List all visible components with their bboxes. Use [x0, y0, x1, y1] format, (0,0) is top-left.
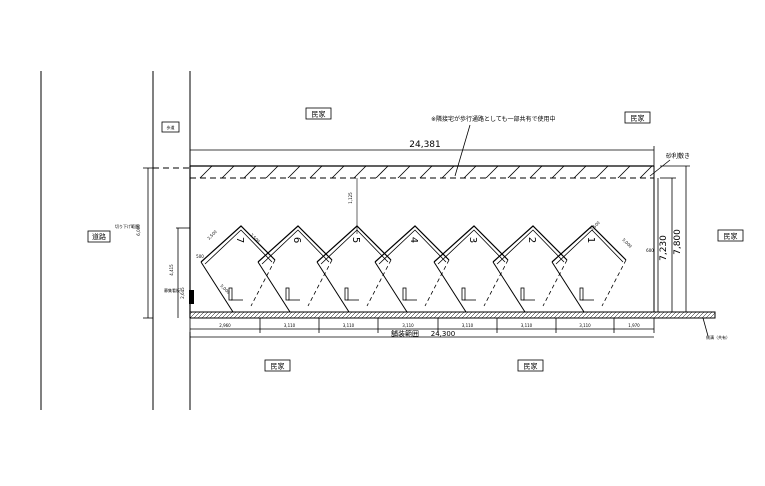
parking-stall: 3: [433, 225, 509, 313]
neighbor-house-label: 民家: [631, 114, 645, 123]
neighbor-house-top-left: 民家: [305, 107, 332, 120]
stall-number: 7: [234, 237, 245, 243]
stall-number: 6: [291, 237, 302, 243]
bottom-dimension-label: 3,110: [521, 323, 533, 328]
parking-stall: 4: [374, 225, 450, 313]
stall-dimension: 5,000: [219, 283, 231, 295]
road-label: 道路: [92, 232, 106, 241]
top-width-dimension: 24,381: [189, 140, 655, 166]
stall-number: 5: [350, 237, 361, 243]
curb-cut-dimension: 切り下げ範囲 6,000: [115, 167, 153, 319]
curb-cut-label: 切り下げ範囲: [115, 223, 139, 229]
stall-number: 4: [408, 237, 419, 243]
sidewalk-label: 歩道: [167, 124, 175, 130]
left-dim-b: 2,645: [180, 287, 185, 299]
gravel-strip-hatch: [199, 166, 653, 178]
bottom-dimension-label: 2,960: [219, 323, 231, 328]
parking-stalls: 7 6 5 4 3 2 1 2,500 2,500 5,000 2,500 5,000 600: [200, 220, 654, 313]
right-depth-dimensions: 7,230 7,800: [659, 165, 690, 318]
gutter-label: 側溝（共有）: [706, 334, 730, 340]
stall-dimension: 2,500: [249, 232, 261, 244]
right-depth-b: 7,800: [673, 229, 683, 255]
neighbor-house-bottom-left: 民家: [264, 359, 291, 372]
road-label-box: 道路: [87, 230, 111, 243]
signboard-label: 募集看板: [164, 287, 180, 293]
bottom-dimension-label: 3,110: [343, 323, 355, 328]
note-leader-line: [454, 124, 471, 177]
stall-dimension: 600: [646, 248, 654, 253]
parking-stall: 5: [316, 225, 392, 313]
bottom-dimension-label: 3,110: [579, 323, 591, 328]
paving-range: 舗装範囲 24,300: [190, 329, 654, 338]
neighbor-house-right: 民家: [717, 229, 744, 242]
recruitment-signboard: 募集看板: [164, 287, 194, 304]
neighbor-house-label: 民家: [271, 362, 285, 371]
neighbor-house-bottom-right: 民家: [517, 359, 544, 372]
neighbor-house-label: 民家: [312, 110, 326, 119]
stall-number: 2: [526, 237, 537, 243]
left-dimensions: 4,415 2,645 500: [169, 227, 204, 318]
shared-walkway-note: ※隣接宅が歩行通路としても一部共有で使用中: [431, 115, 556, 123]
neighbor-house-label: 民家: [724, 232, 738, 241]
bottom-dimension-label: 3,110: [462, 323, 474, 328]
bottom-dimension-label: 3,110: [284, 323, 296, 328]
bottom-dimension-label: 3,110: [402, 323, 414, 328]
stall-number: 1: [585, 237, 596, 243]
sidewalk-label-box: 歩道: [161, 121, 180, 133]
neighbor-house-top-right: 民家: [624, 111, 651, 124]
aisle-dimension: 1,125: [348, 178, 358, 234]
stall-number: 3: [467, 237, 478, 243]
left-small-dim: 500: [196, 254, 204, 259]
parking-stall: 2: [492, 225, 568, 313]
stall-dimension: 2,500: [206, 229, 218, 241]
neighbor-house-label: 民家: [524, 362, 538, 371]
curb-cut-dim: 6,000: [136, 224, 141, 236]
gutter-leader-line: [702, 317, 709, 337]
top-width-label: 24,381: [409, 140, 441, 150]
aisle-dim-label: 1,125: [348, 192, 353, 204]
gravel-label: 砂利敷き: [666, 152, 690, 160]
gravel-leader-line: [649, 159, 671, 177]
parking-stall: 6: [257, 225, 333, 313]
paving-label: 舗装範囲: [391, 329, 419, 338]
right-depth-a: 7,230: [659, 235, 669, 261]
gutter-strip: [189, 311, 716, 319]
bottom-dimension-label: 1,970: [628, 323, 640, 328]
stall-dimension: 2,500: [589, 220, 601, 232]
paving-dim: 24,300: [431, 330, 456, 338]
stall-dimension: 5,000: [621, 237, 633, 249]
left-dim-a: 4,415: [169, 264, 174, 276]
bottom-dimension-chain: 2,960 3,110 3,110 3,110 3,110 3,110 3,110 1,970: [189, 318, 655, 333]
parking-stall: 7: [200, 225, 276, 313]
parking-stall: 1: [551, 225, 627, 313]
